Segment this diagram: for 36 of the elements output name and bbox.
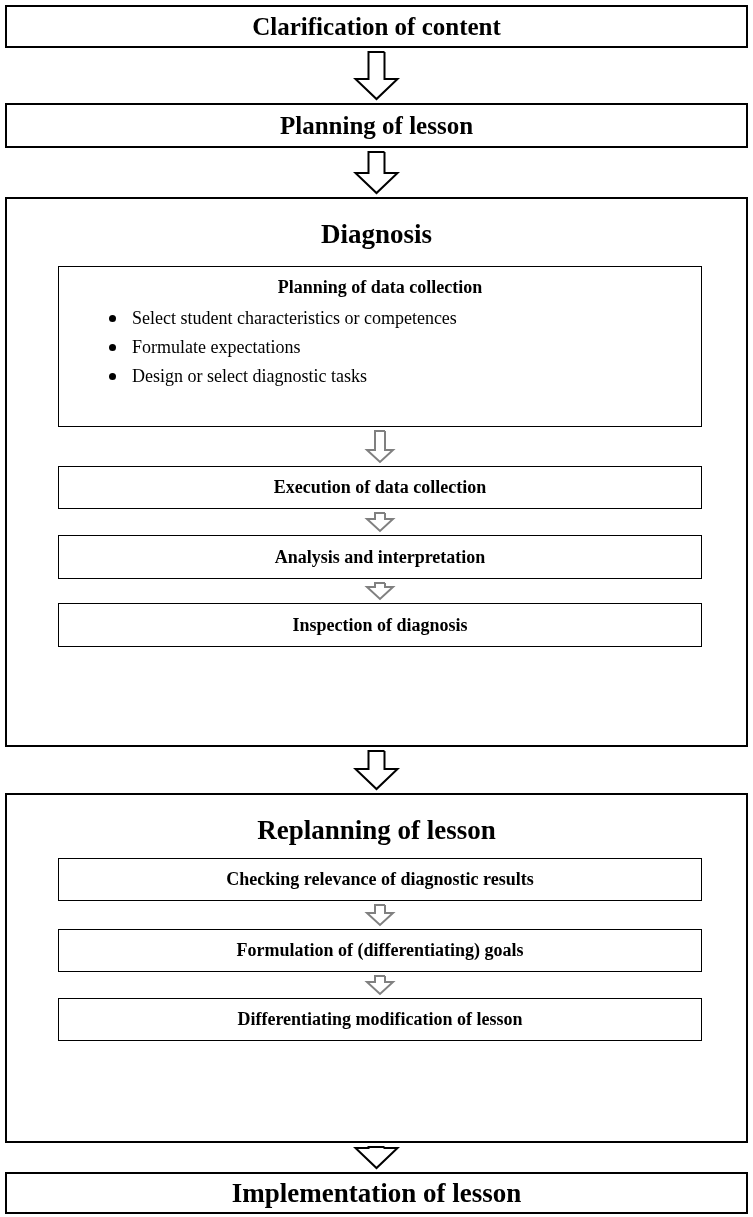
process-box [5, 103, 748, 148]
arrow [353, 51, 400, 101]
section-heading: Diagnosis [319, 219, 433, 250]
process-box [58, 535, 702, 579]
bullet-item: Design or select diagnostic tasks [132, 365, 367, 388]
bullet-item: Formulate expectations [132, 336, 301, 359]
box-label: Execution of data collection [273, 477, 487, 498]
process-box [58, 998, 702, 1041]
arrow [353, 750, 400, 791]
box-label: Clarification of content [252, 12, 501, 41]
arrow [364, 582, 396, 601]
arrow [364, 975, 396, 996]
box-label: Formulation of (differentiating) goals [236, 940, 524, 961]
box-label: Implementation of lesson [231, 1177, 522, 1209]
phase-box [5, 793, 748, 1143]
bullet-item: Select student characteristics or competences [132, 307, 457, 330]
process-box [58, 603, 702, 647]
box-heading: Planning of data collection [276, 277, 484, 298]
box-label: Analysis and interpretation [274, 546, 486, 568]
process-box [58, 858, 702, 901]
section-heading: Replanning of lesson [256, 815, 497, 846]
arrow [364, 904, 396, 927]
process-box [5, 5, 748, 48]
arrow [364, 430, 396, 464]
box-label: Inspection of diagnosis [292, 614, 468, 636]
process-box [58, 929, 702, 972]
arrow [353, 151, 400, 195]
box-label: Planning of lesson [279, 111, 474, 140]
phase-box [5, 197, 748, 747]
arrow [353, 1146, 400, 1170]
box-label: Differentiating modification of lesson [237, 1009, 523, 1030]
process-box [5, 1172, 748, 1214]
arrow [364, 512, 396, 533]
process-box [58, 266, 702, 427]
process-box [58, 466, 702, 509]
box-label: Checking relevance of diagnostic results [226, 869, 534, 890]
